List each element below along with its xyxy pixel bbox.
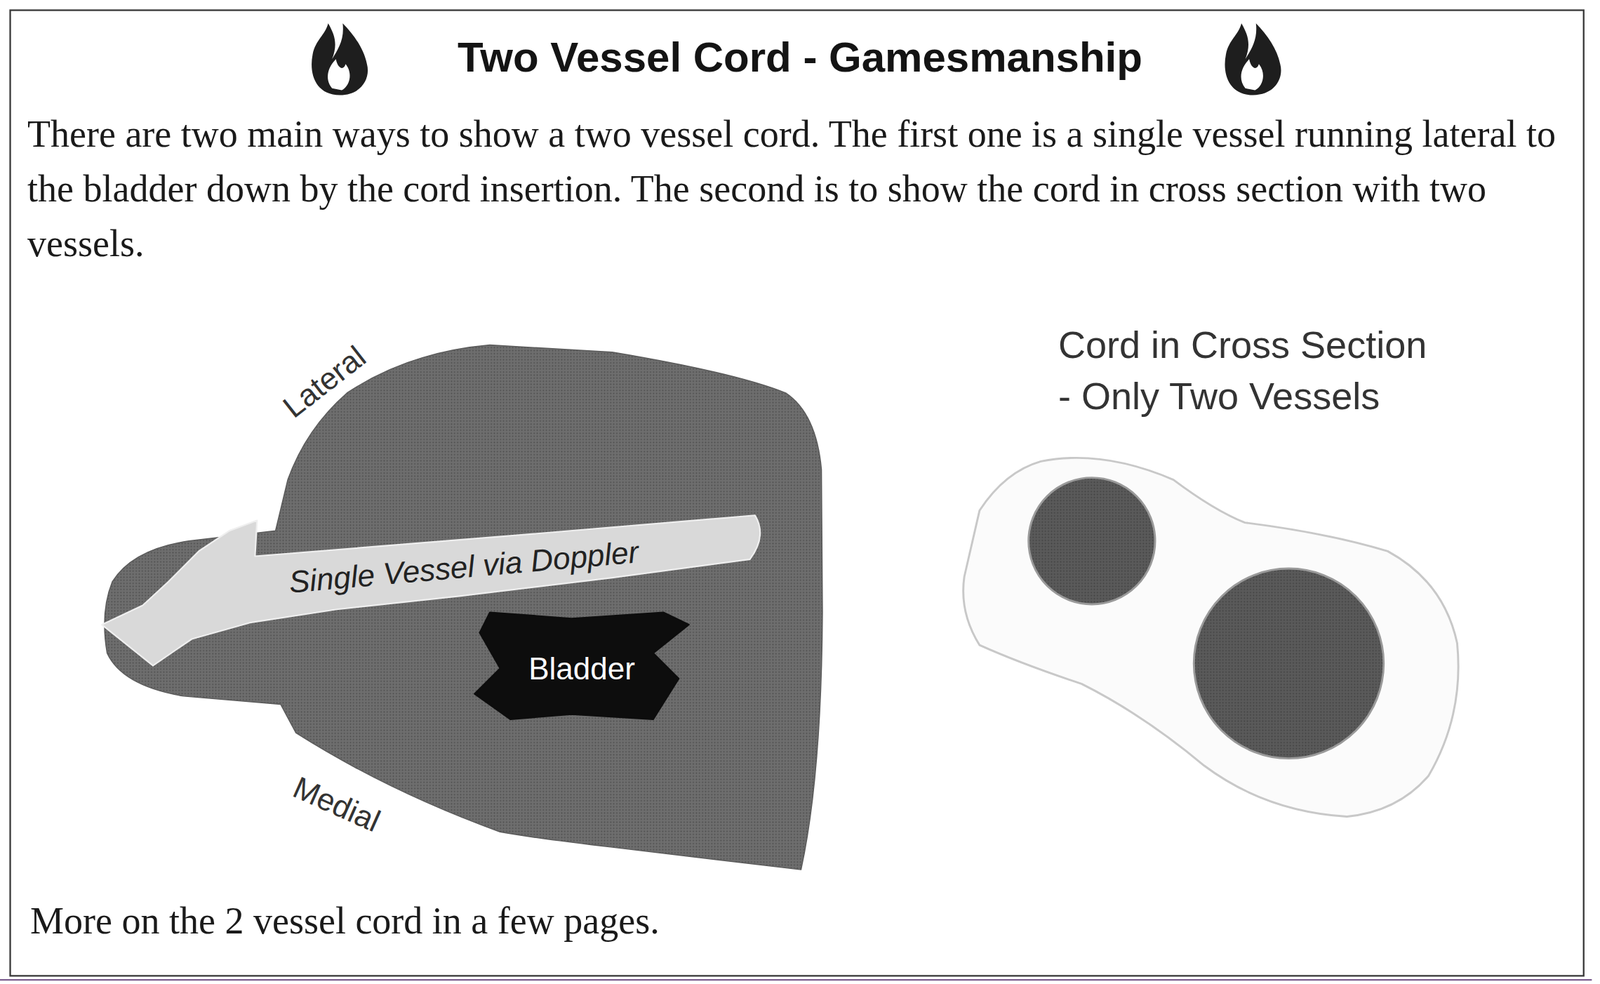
cord-cross-section [963,457,1459,817]
side-label: Lateral [276,338,373,425]
node-text: Bladder [528,651,636,687]
intro-text: There are two main ways to show a two ve… [27,106,1575,271]
bladder-shape: Bladder [469,602,695,727]
cord-vessel [1028,477,1156,605]
shape-fill [474,612,689,720]
title: Two Vessel Cord - Gamesmanship [0,32,1600,83]
doppler-vessel: Single Vessel via Doppler [96,510,776,674]
footer-note: More on the 2 vessel cord in a few pages… [30,893,1539,949]
flame-icon [1224,23,1281,95]
frame-border [10,10,1584,977]
flame-icon [311,23,368,95]
view-heading: Cord in Cross Section - Only Two Vessels [1058,319,1438,422]
shape-outline [96,510,776,674]
side-label: Medial [288,769,386,839]
bottom-rule [0,978,1592,981]
cord-vessel [1193,568,1384,759]
